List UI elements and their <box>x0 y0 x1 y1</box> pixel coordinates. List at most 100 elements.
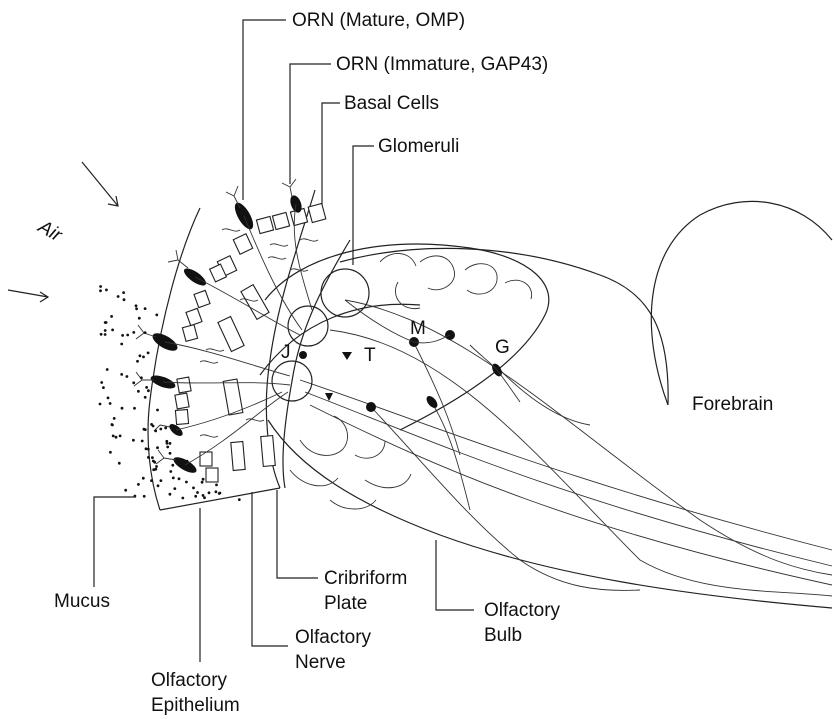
mucus-dot <box>99 285 102 288</box>
mucus-dot <box>156 446 159 449</box>
mucus-dot <box>159 428 162 431</box>
mucus-dot <box>143 428 146 431</box>
mucus-dot <box>132 381 135 384</box>
air-arrow-upper <box>82 162 118 206</box>
mucus-dot <box>136 360 139 363</box>
mucus-dot <box>152 468 155 471</box>
mucus-dot <box>104 321 107 324</box>
label-glomeruli: Glomeruli <box>378 136 459 157</box>
tufted-marker-triangle <box>342 352 352 360</box>
label-cribriform-line2: Plate <box>324 593 367 614</box>
mucus-dot <box>154 430 157 433</box>
label-olfactory-epithelium-line2: Epithelium <box>151 695 240 716</box>
mucus-dot <box>201 481 204 484</box>
mucus-dot <box>166 446 169 449</box>
basal-cell-layer <box>175 203 326 482</box>
label-mucus: Mucus <box>54 591 110 612</box>
mucus-dot <box>104 333 107 336</box>
mucus-dot <box>137 483 140 486</box>
mucus-dot <box>185 481 188 484</box>
mucus-dot <box>188 465 191 468</box>
mucus-dot <box>169 452 172 455</box>
mucus-dot <box>145 386 148 389</box>
mucus-dot <box>138 317 141 320</box>
mucus-dot <box>120 343 123 346</box>
mucus-dot <box>155 314 158 317</box>
mucus-dot <box>102 386 105 389</box>
mucus-dot <box>109 451 112 454</box>
mucus-dot <box>194 495 197 498</box>
mucus-dot <box>104 329 107 332</box>
mucus-dot <box>186 460 189 463</box>
mucus-dot <box>144 331 147 334</box>
leader-mucus <box>94 497 136 587</box>
mucus-dot <box>150 479 153 482</box>
mucus-dot <box>120 373 123 376</box>
mucus-dot <box>156 409 159 412</box>
mucus-dot <box>117 295 120 298</box>
mucus-dot <box>142 477 145 480</box>
mucus-dot <box>151 456 154 459</box>
mucus-dot <box>135 307 138 310</box>
mucus-dot <box>106 368 109 371</box>
mucus-dot <box>132 439 135 442</box>
mucus-dot <box>178 477 181 480</box>
mucus-dot <box>238 498 241 501</box>
mucus-dot <box>157 484 160 487</box>
mucus-dot <box>118 462 121 465</box>
mucus-dot <box>145 447 148 450</box>
leader-orn-mature <box>243 20 286 200</box>
mucus-dot <box>141 440 144 443</box>
mucus-dot <box>133 407 136 410</box>
label-cell-m: M <box>410 318 426 339</box>
mucus-dot <box>196 491 199 494</box>
mucus-dot <box>113 417 116 420</box>
mucus-dot <box>215 484 218 487</box>
mucus-dot <box>155 465 158 468</box>
mucus-dot <box>169 442 172 445</box>
forebrain-outline <box>651 201 832 405</box>
label-forebrain: Forebrain <box>692 394 773 415</box>
mucus-dot <box>169 493 172 496</box>
label-olfactory-nerve-line1: Olfactory <box>295 627 372 648</box>
mucus-dot <box>135 304 138 307</box>
air-label: Air <box>34 216 66 247</box>
mucus-dot <box>173 487 176 490</box>
label-basal-cells: Basal Cells <box>344 93 439 114</box>
mucus-dot <box>164 427 167 430</box>
mucus-dot <box>124 489 127 492</box>
label-orn-mature: ORN (Mature, OMP) <box>292 10 465 31</box>
glomerulus-large <box>321 269 369 317</box>
label-cell-t: T <box>364 345 376 366</box>
air-arrow-lower <box>8 290 48 302</box>
mucus-dot <box>215 490 218 493</box>
mucus-dot <box>208 491 211 494</box>
tufted-cell-body <box>366 402 376 412</box>
mucus-dot <box>115 436 118 439</box>
mucus-dot <box>109 402 112 405</box>
mucus-dot <box>218 492 221 495</box>
label-olfactory-bulb-line1: Olfactory <box>484 600 561 621</box>
brain-upper-contour <box>340 248 668 405</box>
label-orn-immature: ORN (Immature, GAP43) <box>336 54 548 75</box>
mucus-dot <box>119 435 122 438</box>
mucus-dot <box>169 470 172 473</box>
epithelium-texture <box>200 229 318 437</box>
granule-cell-body-2 <box>424 394 439 410</box>
leader-orn-immature <box>290 64 331 184</box>
juxtaglomerular-cell-body <box>299 351 307 359</box>
mucus-dot <box>111 329 114 332</box>
leader-olfactory-nerve <box>252 492 288 646</box>
mucus-dot <box>107 397 110 400</box>
mucus-dot <box>160 479 163 482</box>
leader-olfactory-bulb <box>436 540 474 610</box>
mucus-dot <box>192 487 195 490</box>
mucus-dot <box>140 376 143 379</box>
label-olfactory-nerve-line2: Nerve <box>295 652 346 673</box>
mucus-dot <box>153 461 156 464</box>
mucus-dot <box>132 331 135 334</box>
mucus-dot <box>110 315 113 318</box>
mucus-dot <box>111 424 114 427</box>
label-cell-g: G <box>495 337 510 358</box>
mucus-dot <box>144 396 147 399</box>
